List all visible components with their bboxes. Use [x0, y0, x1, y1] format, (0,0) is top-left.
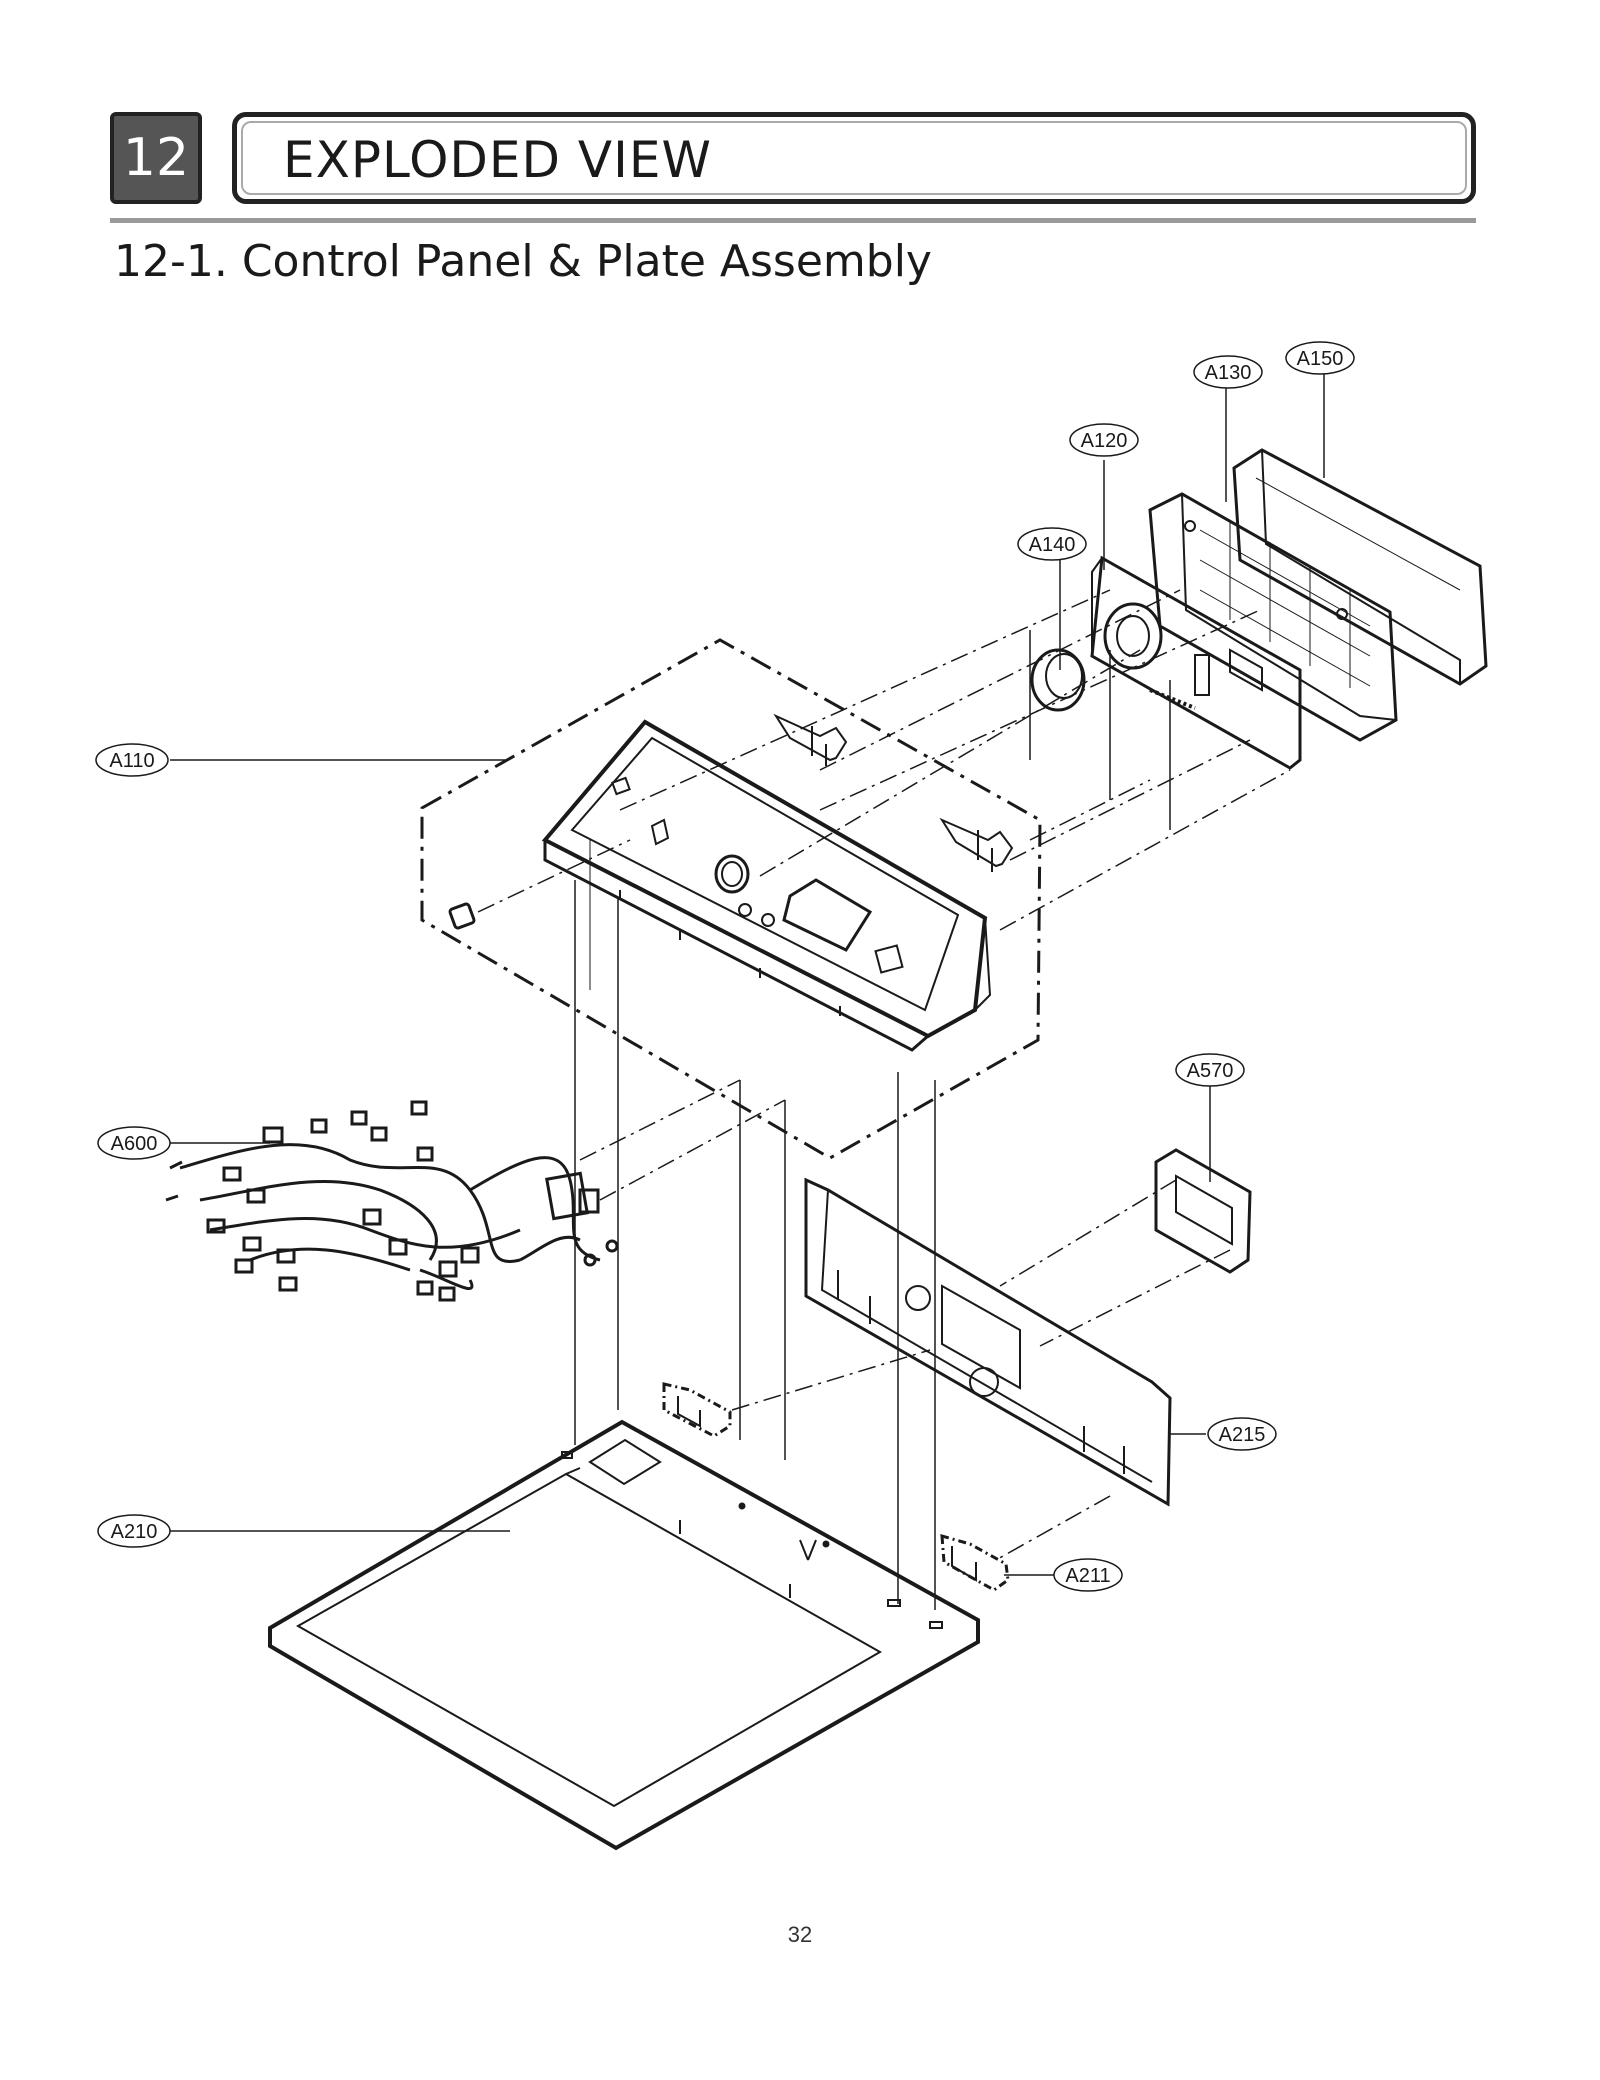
callout-a130: A130 — [1205, 362, 1252, 384]
callout-a120: A120 — [1081, 430, 1128, 452]
slider-clip-lower — [939, 817, 1014, 872]
back-panel — [804, 1177, 1172, 1507]
dial-knob-hole — [714, 854, 750, 894]
section-title: 12-1. Control Panel & Plate Assembly — [114, 236, 932, 287]
callout-ovals — [95, 341, 1355, 1592]
control-panel — [541, 719, 992, 1052]
display-window — [782, 878, 873, 952]
pcb-cover — [1232, 448, 1488, 686]
knob — [1030, 648, 1086, 712]
page-number: 32 — [787, 1922, 813, 1947]
top-plate — [268, 1419, 980, 1851]
display-gasket — [1154, 1148, 1252, 1274]
leader-lines — [170, 372, 1325, 1576]
assembly-alignment-lines — [477, 589, 1291, 931]
chapter-number-badge: 12 — [110, 112, 202, 204]
power-button-part — [448, 902, 476, 930]
pcb-assembly — [1090, 555, 1302, 770]
bracket-left — [662, 1382, 732, 1438]
callout-a600: A600 — [111, 1133, 158, 1155]
callout-a150: A150 — [1297, 348, 1344, 370]
wire-harness — [165, 1100, 619, 1302]
pcb-case — [1148, 492, 1398, 742]
callout-a211: A211 — [1065, 1565, 1110, 1587]
control-panel-group-outline — [420, 638, 1042, 1160]
chapter-title: EXPLODED VIEW — [283, 131, 712, 189]
vertical-reference-lines — [574, 630, 1171, 1610]
title-rule — [110, 218, 1476, 223]
callout-a210: A210 — [111, 1521, 158, 1543]
callout-a140: A140 — [1029, 534, 1076, 556]
callout-a215: A215 — [1219, 1424, 1266, 1446]
callout-a110: A110 — [109, 750, 154, 772]
callout-a570: A570 — [1187, 1060, 1234, 1082]
slider-clip-upper — [773, 713, 848, 766]
bracket-right — [940, 1533, 1010, 1592]
callout-labels: A110 A600 A210 A140 A120 A130 A150 A570 … — [109, 348, 1343, 1587]
chapter-title-box: EXPLODED VIEW — [232, 112, 1476, 204]
